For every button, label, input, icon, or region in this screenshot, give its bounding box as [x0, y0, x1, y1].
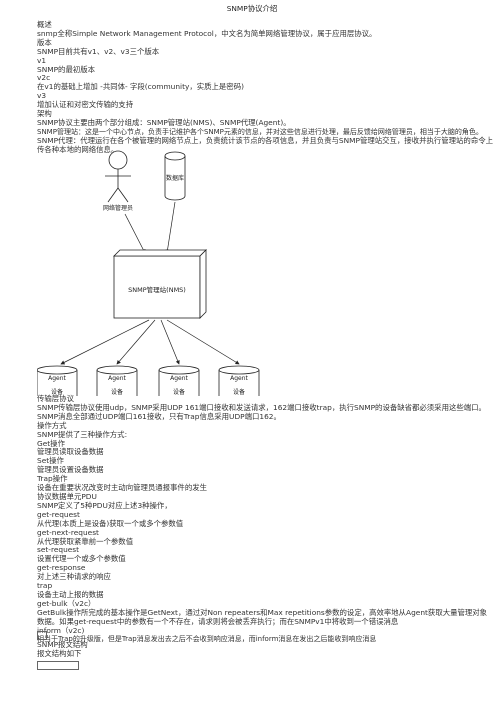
agent-label-2: Agent: [108, 375, 126, 382]
heading-architecture: 架构: [37, 109, 52, 119]
transport-text: SNMP传输层协议使用udp，SNMP采用UDP 161端口接收和发送请求，16…: [37, 402, 486, 421]
database-label: 数据库: [166, 174, 184, 182]
set-request-label: set-request: [37, 545, 80, 555]
get-response-label: get-response: [37, 563, 86, 573]
operations-text: SNMP提供了三种操作方式:: [37, 429, 128, 439]
get-next-request-label: get-next-request: [37, 527, 99, 537]
agent-label-4: Agent: [230, 375, 248, 382]
get-response-text: 对上述三种请求的响应: [37, 572, 111, 582]
nms-agent-link-2: [116, 319, 156, 365]
v3-label: v3: [37, 91, 47, 101]
broken-image-icon: [37, 631, 47, 640]
pdu-text: SNMP定义了5种PDU对应上述3种操作，: [37, 500, 172, 510]
get-op-label: Get操作: [37, 438, 65, 448]
get-bulk-text: GetBulk操作所完成的基本操作是GetNext，通过对Non repeate…: [37, 607, 488, 626]
set-request-text: 设置代理一个或多个参数值: [37, 554, 126, 564]
nms-description: SNMP管理站：这是一个中心节点，负责手记维护各个SNMP元素的信息，并对这些信…: [37, 127, 483, 136]
body-section: 传输层协议 SNMP传输层协议使用udp，SNMP采用UDP 161端口接收和发…: [37, 394, 493, 644]
v2c-label: v2c: [37, 73, 51, 83]
database-icon: [164, 151, 186, 201]
heading-overview: 概述: [37, 20, 52, 29]
packet-section: SNMP报文结构 报文结构如下: [37, 640, 493, 659]
page-title: SNMP协议介绍: [226, 4, 278, 13]
nms-box: [113, 249, 207, 319]
trap-label: trap: [37, 581, 53, 591]
heading-pdu: 协议数据单元PDU: [37, 491, 97, 501]
heading-transport: 传输层协议: [37, 394, 74, 403]
agent-device-4: Agent 设备: [218, 365, 260, 396]
device-label-2: 设备: [111, 388, 123, 396]
nms-agent-link-1: [60, 319, 150, 365]
v2c-text: 在v1的基础上增加 -共同体- 字段(community，实质上是密码): [37, 82, 244, 92]
agent-description: SNMP代理：代理运行在各个被管理的网络节点上，负责统计该节点的各项信息，并且负…: [37, 135, 493, 154]
agent-label-1: Agent: [48, 375, 66, 382]
version-text: SNMP目前共有v1、v2、v3三个版本: [37, 46, 160, 56]
nms-label: SNMP管理站(NMS): [128, 285, 186, 294]
admin-figure: [105, 150, 131, 203]
agent-device-2: Agent 设备: [96, 365, 138, 396]
get-request-text: 从代理(本质上是设备)获取一个或多个参数值: [37, 518, 184, 528]
overview-text: snmp全称Simple Network Management Protocol…: [37, 28, 377, 38]
get-op-text: 管理员读取设备数据: [37, 447, 104, 457]
agent-device-1: Agent 设备: [37, 365, 78, 396]
trap-text: 设备主动上报的数据: [37, 589, 104, 599]
get-bulk-label: get-bulk（v2c）: [37, 598, 96, 608]
heading-packet-structure: SNMP报文结构: [37, 640, 88, 649]
admin-label: 网络管理员: [103, 204, 133, 212]
device-label-4: 设备: [233, 388, 245, 396]
agent-device-3: Agent 设备: [158, 365, 200, 396]
set-op-text: 管理员设置设备数据: [37, 465, 104, 475]
heading-version: 版本: [37, 37, 52, 47]
packet-structure-table: [37, 661, 79, 670]
inform-text: 相当于Trap的升级版，但是Trap消息发出去之后不会收到响应消息，而infor…: [37, 635, 377, 644]
set-op-label: Set操作: [37, 456, 64, 466]
get-request-label: get-request: [37, 509, 80, 519]
get-next-request-text: 从代理获取紧靠前一个参数值: [37, 536, 134, 546]
trap-op-text: 设备在重要状况改变时主动向管理员通报事件的发生: [37, 483, 207, 493]
snmp-architecture-diagram: 网络管理员 数据库 SNMP管理站(NMS) Agent设备Agent设备Age…: [37, 150, 260, 396]
packet-structure-text: 报文结构如下: [37, 648, 82, 658]
device-label-3: 设备: [173, 388, 185, 396]
heading-operations: 操作方式: [37, 420, 67, 430]
db-nms-link: [165, 201, 176, 254]
v1-text: SNMP的最初版本: [37, 64, 96, 74]
nms-agent-link-4: [166, 319, 240, 365]
v3-text: 增加认证和对密文传输的支持: [37, 100, 134, 110]
v1-label: v1: [37, 55, 47, 65]
admin-nms-link: [124, 213, 146, 254]
device-label-1: 设备: [51, 388, 63, 396]
inform-label: inform（v2c): [37, 625, 85, 635]
architecture-text: SNMP协议主要由两个部分组成：SNMP管理站(NMS)、SNMP代理(Agen…: [37, 117, 291, 127]
trap-op-label: Trap操作: [37, 474, 68, 484]
agent-label-3: Agent: [170, 375, 188, 382]
intro-section: 概述 snmp全称Simple Network Management Proto…: [37, 20, 493, 155]
nms-agent-link-3: [160, 319, 180, 365]
